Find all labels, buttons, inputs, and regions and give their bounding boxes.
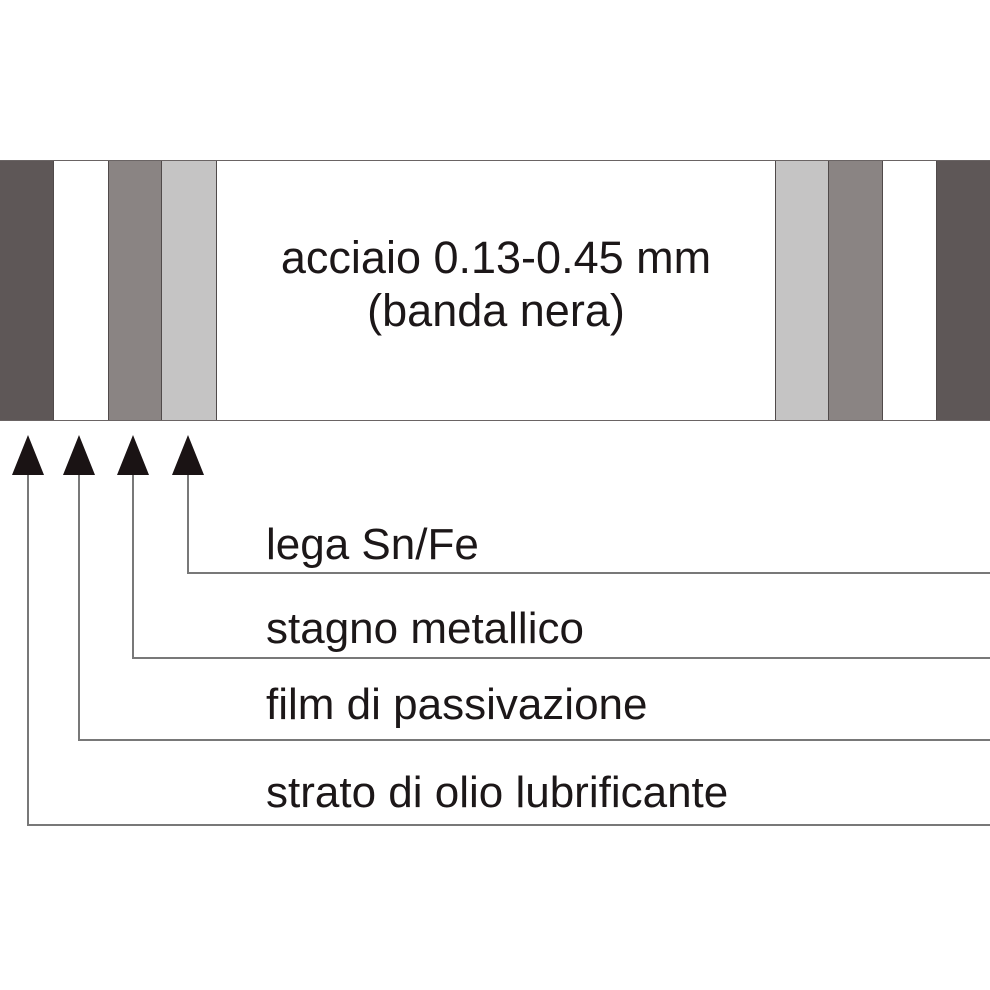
layer-stripe-oil-left [0,161,54,420]
band-title: acciaio 0.13-0.45 mm (banda nera) [217,231,775,337]
leader-line-tin-horizontal [132,657,990,659]
tinplate-band: acciaio 0.13-0.45 mm (banda nera) [0,160,990,421]
band-title-line2: (banda nera) [367,285,625,336]
up-arrow-icon-alloy [172,435,204,475]
up-arrow-icon-oil [12,435,44,475]
leader-line-passivation-vertical [78,475,80,741]
layer-stripe-alloy-left [161,161,217,420]
layer-stripe-oil-right [936,161,990,420]
up-arrow-icon-passivation [63,435,95,475]
leader-line-oil-vertical [27,475,29,826]
callout-label-alloy: lega Sn/Fe [266,520,479,569]
leader-line-alloy-horizontal [187,572,990,574]
up-arrow-icon-tin [117,435,149,475]
layer-stripe-tin-left [108,161,162,420]
leader-line-tin-vertical [132,475,134,659]
leader-line-alloy-vertical [187,475,189,574]
layer-stripe-alloy-right [775,161,829,420]
layer-stripe-tin-right [828,161,883,420]
callout-label-oil: strato di olio lubrificante [266,768,729,817]
band-title-line1: acciaio 0.13-0.45 mm [280,232,712,283]
leader-line-passivation-horizontal [78,739,990,741]
callout-label-passivation: film di passivazione [266,680,648,729]
leader-line-oil-horizontal [27,824,990,826]
callout-label-tin: stagno metallico [266,604,584,653]
